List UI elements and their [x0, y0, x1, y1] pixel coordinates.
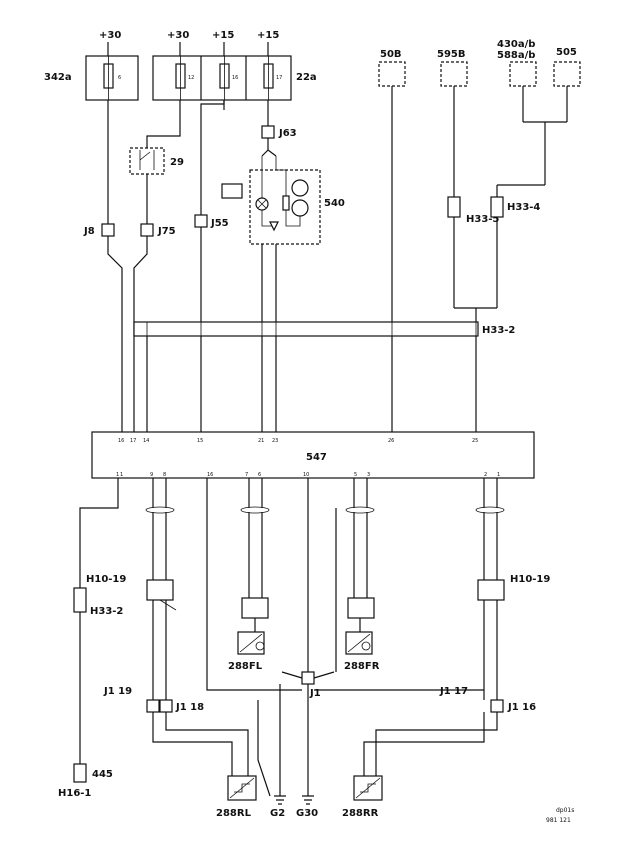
connector-j1-18-label: J1 18: [175, 702, 204, 713]
pin-top-15: 15: [197, 438, 203, 444]
relay-29: [129, 147, 165, 175]
pin-top-14: 14: [143, 438, 149, 444]
connector-j75-label: J75: [157, 226, 176, 237]
connector-j63: [261, 125, 275, 139]
connector-h33-4-label: H33-4: [507, 202, 540, 213]
fuse-16: 16: [219, 56, 238, 100]
connector-h10-19-right-label: H10-19: [510, 574, 550, 585]
connector-j55: [194, 214, 208, 228]
supply-label-2: +30: [167, 30, 189, 41]
sensor-288rl-label: 288RL: [216, 808, 252, 819]
pin-bottom-16: 16: [207, 472, 213, 478]
connector-j1-center-label: J1: [309, 688, 321, 699]
footer-code-line1: dp01s: [556, 807, 574, 814]
fuse-box-22a-label: 22a: [296, 72, 317, 83]
connector-h10-19-right: [477, 579, 505, 601]
pin-bottom-3: 3: [367, 472, 370, 478]
connector-j1-16-label: J1 16: [507, 702, 536, 713]
component-50b: [378, 61, 406, 87]
pin-top-23: 23: [272, 438, 278, 444]
connector-h33-2-bar: [133, 321, 479, 337]
supply-label-1: +30: [99, 30, 121, 41]
fuse-box-342a-label: 342a: [44, 72, 72, 83]
main-unit-547: [91, 431, 535, 479]
connector-j1-16: [490, 699, 504, 713]
component-595b: [440, 61, 468, 87]
connector-j8: [101, 223, 115, 237]
connector-288fl: [241, 597, 269, 619]
pin-bottom-11b: 1: [120, 472, 123, 478]
component-430-588: [509, 61, 537, 87]
relay-29-label: 29: [170, 157, 184, 168]
svg-text:16: 16: [232, 75, 238, 81]
connector-j8-label: J8: [83, 226, 95, 237]
connector-j1-17-label: J1 17: [439, 686, 468, 697]
connector-h33-5-label: H33-5: [466, 214, 499, 225]
connector-j1-19-label: J1 19: [103, 686, 132, 697]
connector-j1-19: [146, 699, 160, 713]
main-unit-547-label: 547: [306, 452, 327, 463]
connector-h33-2-left: [73, 587, 87, 613]
pin-bottom-10: 10: [303, 472, 309, 478]
sensor-288fl-label: 288FL: [228, 661, 263, 672]
svg-text:12: 12: [188, 75, 194, 81]
module-540-part: [221, 183, 243, 199]
supply-label-4: +15: [257, 30, 279, 41]
component-595b-label: 595B: [437, 49, 466, 60]
supply-label-3: +15: [212, 30, 234, 41]
pin-bottom-8: 8: [163, 472, 166, 478]
connector-h33-4: [490, 196, 504, 218]
connector-j75: [140, 223, 154, 237]
connector-h33-2-bar-label: H33-2: [482, 325, 515, 336]
fuse-12: 12: [175, 56, 194, 100]
pin-top-21: 21: [258, 438, 264, 444]
pin-bottom-7: 7: [245, 472, 248, 478]
connector-h10-19-left: [146, 579, 174, 601]
fuse-17: 17: [263, 56, 282, 100]
svg-text:17: 17: [276, 75, 282, 81]
connector-h33-5: [447, 196, 461, 218]
pin-bottom-6: 6: [258, 472, 261, 478]
connector-h33-2-left-label: H33-2: [90, 606, 123, 617]
ground-g30-icon: [302, 795, 314, 805]
pin-bottom-1: 1: [497, 472, 500, 478]
pin-bottom-2: 2: [484, 472, 487, 478]
connector-h10-19-left-label: H10-19: [86, 574, 126, 585]
pin-top-26: 26: [388, 438, 394, 444]
connector-j63-label: J63: [278, 128, 297, 139]
component-445: [73, 763, 87, 783]
connector-j1-center: [301, 671, 315, 685]
sensor-288fr-label: 288FR: [344, 661, 380, 672]
component-505: [553, 61, 581, 87]
component-430a-label: 430a/b: [497, 39, 535, 50]
pin-bottom-5: 5: [354, 472, 357, 478]
module-540-label: 540: [324, 198, 345, 209]
component-50b-label: 50B: [380, 49, 402, 60]
component-505-label: 505: [556, 47, 577, 58]
component-588a-label: 588a/b: [497, 50, 535, 61]
component-445-label: 445: [92, 769, 113, 780]
ground-g2-label: G2: [270, 808, 285, 819]
connector-288fr: [347, 597, 375, 619]
pin-top-17: 17: [130, 438, 136, 444]
connector-h16-1-label: H16-1: [58, 788, 91, 799]
motor-icon: [291, 199, 309, 217]
connector-j1-18: [159, 699, 173, 713]
meter-icon: [291, 179, 309, 197]
pin-top-25: 25: [472, 438, 478, 444]
ground-g2-icon: [274, 795, 286, 805]
footer-code-line2: 981 121: [546, 817, 571, 824]
connector-j55-label: J55: [210, 218, 229, 229]
pin-top-16: 16: [118, 438, 124, 444]
pin-bottom-9: 9: [150, 472, 153, 478]
pin-bottom-11a: 1: [116, 472, 119, 478]
svg-text:6: 6: [118, 75, 121, 81]
sensor-288rr-label: 288RR: [342, 808, 379, 819]
diode-icon: [269, 221, 279, 232]
fuse-6: 6: [103, 56, 121, 100]
ground-g30-label: G30: [296, 808, 318, 819]
